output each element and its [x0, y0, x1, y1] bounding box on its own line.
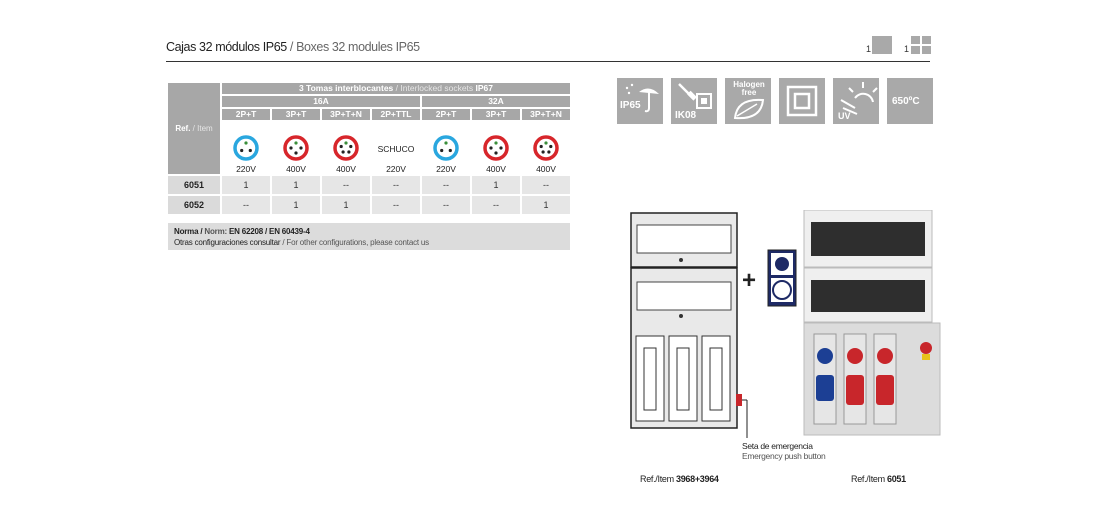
feature-badges: IP65 IK08 Halogen free UV	[617, 78, 933, 124]
table-cell: --	[422, 176, 470, 194]
socket-blue-3pin-icon	[233, 135, 259, 161]
uv-sun-icon: UV	[833, 78, 879, 124]
ref-right: Ref./Item 6051	[851, 474, 906, 484]
column-label: 2P+T	[422, 109, 470, 120]
column-label: 3P+T+N	[522, 109, 570, 120]
title-divider	[166, 61, 930, 62]
table-cell: --	[372, 176, 420, 194]
emergency-caption: Seta de emergencia Emergency push button	[742, 441, 826, 461]
halogen-free-leaf-icon: Halogen free	[725, 78, 771, 124]
double-insulation-icon	[779, 78, 825, 124]
column-icon-cell: 400V	[272, 122, 320, 174]
voltage-label: 220V	[436, 164, 456, 174]
emergency-button-drawing	[767, 249, 797, 307]
voltage-label: 220V	[386, 164, 406, 174]
norm-line: Norma / Norm: EN 62208 / EN 60439-4	[174, 227, 310, 236]
table-cell: 1	[522, 196, 570, 214]
box-6051-photo	[803, 210, 941, 436]
table-cell: 1	[322, 196, 370, 214]
other-configs-line: Otras configuraciones consultar / For ot…	[174, 238, 429, 247]
table-cell: --	[322, 176, 370, 194]
ref-left: Ref./Item 3968+3964	[640, 474, 719, 484]
table-cell: 1	[272, 176, 320, 194]
column-icon-cell: 400V	[322, 122, 370, 174]
umbrella-rain-icon: IP65	[617, 78, 663, 124]
table-cell: 1	[222, 176, 270, 194]
row-ref: 6051	[168, 176, 220, 194]
table-cell: --	[222, 196, 270, 214]
table-cell: --	[522, 176, 570, 194]
fire-resistance-icon: 650ºC	[887, 78, 933, 124]
row-ref: 6052	[168, 196, 220, 214]
voltage-label: 400V	[336, 164, 356, 174]
table-cell: --	[422, 196, 470, 214]
product-figure: +	[630, 210, 941, 438]
socket-red-5pin-icon	[333, 135, 359, 161]
table-cell: 1	[272, 196, 320, 214]
title-en: / Boxes 32 modules IP65	[289, 40, 420, 54]
page-title: Cajas 32 módulos IP65 / Boxes 32 modules…	[166, 40, 420, 54]
socket-red-5pin-icon	[533, 135, 559, 161]
norm-note: Norma / Norm: EN 62208 / EN 60439-4 Otra…	[168, 223, 570, 250]
column-icon-cell: 220V	[422, 122, 470, 174]
voltage-label: 400V	[286, 164, 306, 174]
pager-single-count: 1	[866, 44, 872, 54]
table-cell: --	[372, 196, 420, 214]
socket-blue-3pin-icon	[433, 135, 459, 161]
column-label: 2P+T	[222, 109, 270, 120]
amp-header-32a: 32A	[422, 96, 570, 107]
spec-table: Ref. / Item 3 Tomas interblocantes / Int…	[166, 81, 572, 216]
amp-header-16a: 16A	[222, 96, 420, 107]
title-es: Cajas 32 módulos IP65	[166, 40, 287, 54]
column-label: 3P+T+N	[322, 109, 370, 120]
column-icon-cell: 400V	[522, 122, 570, 174]
single-box-icon[interactable]	[872, 36, 892, 54]
column-label: 3P+T	[272, 109, 320, 120]
table-cell: 1	[472, 176, 520, 194]
grid-box-icon[interactable]	[911, 36, 931, 54]
column-icon-cell: 220V	[222, 122, 270, 174]
voltage-label: 400V	[486, 164, 506, 174]
schuko-label: SCHUCO	[377, 144, 415, 154]
ref-header: Ref. / Item	[168, 83, 220, 174]
table-cell: --	[472, 196, 520, 214]
group-header: 3 Tomas interblocantes / Interlocked soc…	[222, 83, 570, 94]
column-icon-cell: SCHUCO 220V	[372, 122, 420, 174]
socket-red-4pin-icon	[283, 135, 309, 161]
voltage-label: 220V	[236, 164, 256, 174]
plus-sign: +	[742, 267, 756, 294]
column-label: 2P+TTL	[372, 109, 420, 120]
column-label: 3P+T	[472, 109, 520, 120]
socket-red-4pin-icon	[483, 135, 509, 161]
voltage-label: 400V	[536, 164, 556, 174]
column-icon-cell: 400V	[472, 122, 520, 174]
impact-hammer-icon: IK08	[671, 78, 717, 124]
pager-grid-count: 1	[904, 44, 910, 54]
box-3968-drawing	[630, 212, 748, 438]
